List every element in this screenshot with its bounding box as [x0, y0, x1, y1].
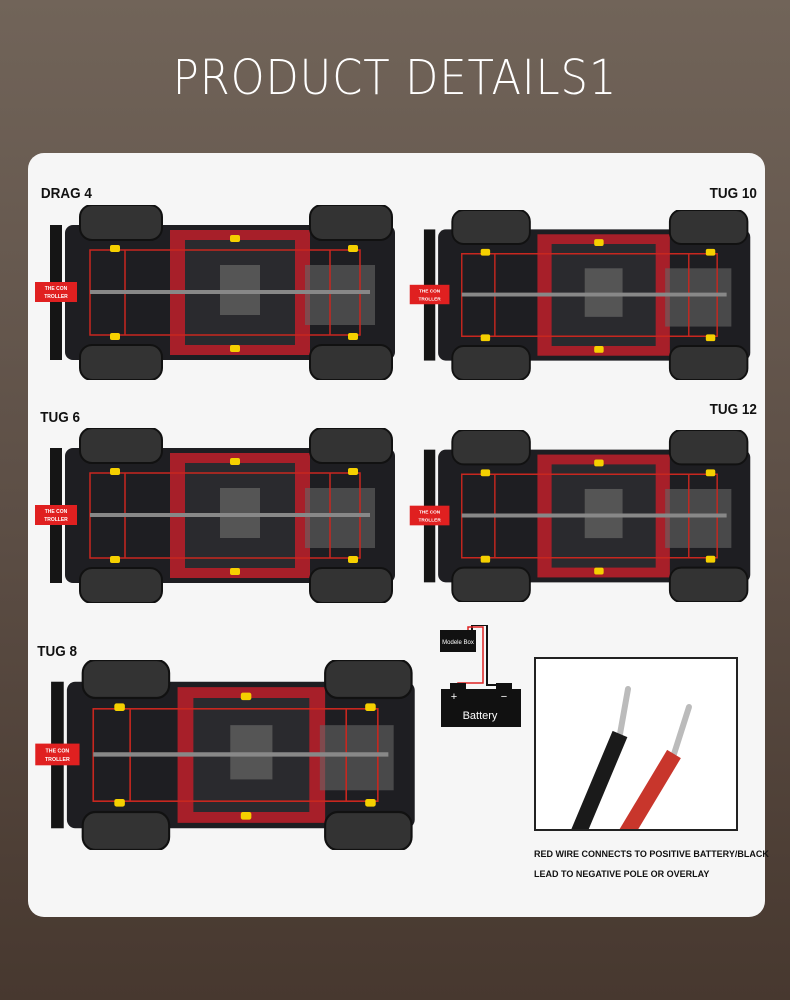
led-light: [114, 798, 125, 807]
car-diagram-tug8: THE CON TROLLER: [30, 658, 420, 852]
model-label-drag4: DRAG 4: [40, 185, 92, 202]
wheel: [79, 344, 163, 381]
led-light: [230, 568, 240, 575]
led-light: [110, 333, 120, 340]
wheel: [79, 427, 163, 464]
led-light: [348, 468, 358, 475]
car-part: [665, 268, 732, 327]
car-diagram-tug10: THE CON TROLLER: [405, 209, 755, 381]
controller-tag: [35, 505, 77, 525]
wheel: [309, 204, 393, 241]
led-light: [365, 798, 376, 807]
car-part: TROLLER: [418, 517, 441, 523]
module-box: [440, 630, 476, 652]
led-light: [594, 346, 604, 353]
car-svg: THE CON TROLLER: [35, 204, 395, 381]
car-part: THE CON: [419, 509, 441, 515]
car-part: TROLLER: [44, 517, 68, 523]
led-light: [230, 345, 240, 352]
led-light: [110, 245, 120, 252]
led-light: [240, 812, 252, 820]
wheel: [81, 658, 171, 700]
wires-illustration: [570, 686, 692, 839]
wheel: [668, 345, 749, 381]
car-part: TROLLER: [418, 296, 441, 302]
led-light: [594, 459, 604, 467]
led-light: [110, 468, 120, 475]
controller-tag: [35, 743, 80, 766]
led-light: [594, 239, 604, 246]
wheel: [309, 344, 393, 381]
led-light: [114, 703, 125, 712]
battery-icon: [441, 689, 521, 727]
plus-terminal: +: [451, 691, 457, 703]
model-label-tug10: TUG 10: [710, 185, 758, 202]
car-diagram-tug12: THE CON TROLLER: [405, 429, 755, 603]
controller-tag: [409, 284, 450, 305]
model-label-tug8: TUG 8: [37, 643, 77, 660]
model-label-tug12: TUG 12: [710, 401, 758, 418]
car-part: [665, 488, 732, 548]
car-svg: THE CON TROLLER: [35, 658, 415, 852]
motor: [584, 268, 623, 317]
wheel: [451, 209, 531, 245]
wheel: [309, 427, 393, 464]
controller-tag: [409, 505, 450, 526]
wheel: [79, 567, 163, 604]
wheel: [668, 209, 749, 245]
wire-photo: [534, 657, 738, 839]
car-part: [319, 725, 394, 791]
wheel: [451, 345, 531, 381]
led-light: [365, 703, 376, 712]
car-part: THE CON: [45, 509, 68, 515]
car-part: [305, 265, 375, 325]
led-light: [348, 333, 358, 340]
car-part: THE CON: [419, 289, 441, 295]
car-part: THE CON: [45, 286, 68, 292]
wheel: [81, 810, 171, 852]
led-light: [240, 692, 252, 701]
wheel: [668, 429, 749, 466]
led-light: [705, 555, 716, 563]
wheel: [451, 429, 531, 466]
led-light: [480, 555, 491, 563]
page-title: PRODUCT DETAILS1: [172, 50, 618, 106]
led-light: [594, 567, 604, 575]
wheel: [79, 204, 163, 241]
car-diagram-tug6: THE CON TROLLER: [30, 427, 400, 604]
caption-line-2: LEAD TO NEGATIVE POLE OR OVERLAY: [534, 869, 710, 879]
led-light: [480, 334, 491, 342]
car-part: TROLLER: [45, 757, 70, 763]
led-light: [705, 469, 716, 477]
caption-line-1: RED WIRE CONNECTS TO POSITIVE BATTERY/BL…: [534, 849, 769, 859]
led-light: [705, 248, 716, 256]
wheel: [668, 566, 749, 603]
battery-label: Battery: [463, 710, 498, 722]
wheel: [324, 658, 413, 700]
battery-wiring-diagram: Modele Box + − Battery: [440, 625, 521, 727]
wheel: [324, 810, 413, 852]
car-diagram-drag4: THE CON TROLLER: [30, 204, 400, 381]
wheel: [309, 567, 393, 604]
led-light: [705, 334, 716, 342]
model-label-tug6: TUG 6: [40, 409, 80, 426]
car-svg: THE CON TROLLER: [409, 429, 751, 603]
controller-tag: [35, 282, 77, 302]
car-part: TROLLER: [44, 294, 68, 300]
led-light: [348, 245, 358, 252]
led-light: [110, 556, 120, 563]
car-part: [305, 488, 375, 548]
led-light: [348, 556, 358, 563]
led-light: [230, 235, 240, 242]
led-light: [480, 469, 491, 477]
led-light: [480, 248, 491, 256]
motor: [584, 488, 623, 539]
led-light: [230, 458, 240, 465]
wheel: [451, 566, 531, 603]
car-svg: THE CON TROLLER: [35, 427, 395, 604]
minus-terminal: −: [501, 691, 507, 703]
car-svg: THE CON TROLLER: [409, 209, 751, 381]
car-part: THE CON: [46, 748, 70, 754]
module-box-label: Modele Box: [442, 640, 474, 646]
